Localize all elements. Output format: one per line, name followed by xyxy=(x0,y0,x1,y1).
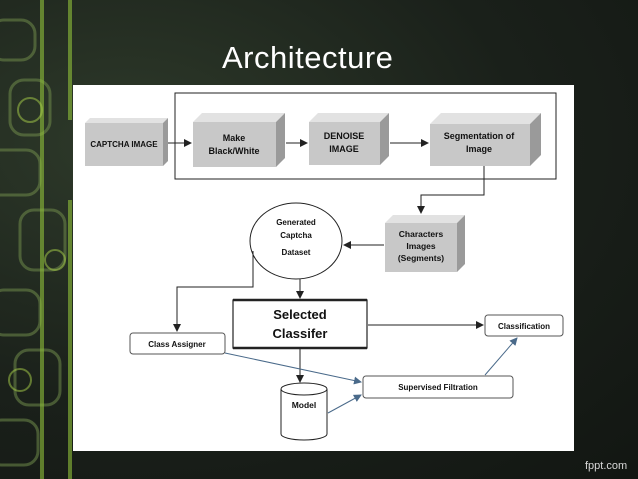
model-node: Model xyxy=(280,382,328,441)
denoise-image-node: DENOISE IMAGE xyxy=(309,113,389,165)
classification-label: Classification xyxy=(498,322,550,331)
segmentation-label-1: Segmentation of xyxy=(444,131,516,141)
dataset-label-3: Dataset xyxy=(282,248,311,257)
dataset-label-1: Generated xyxy=(276,218,316,227)
class-assigner-node: Class Assigner xyxy=(129,332,226,355)
dataset-label-2: Captcha xyxy=(280,231,312,240)
captcha-image-node: CAPTCHA IMAGE xyxy=(85,118,168,166)
supervised-filtration-node: Supervised Filtration xyxy=(362,375,514,399)
characters-label-3: (Segments) xyxy=(398,253,444,263)
segmentation-node: Segmentation of Image xyxy=(430,113,541,166)
model-label: Model xyxy=(292,400,317,410)
footer-brand: fppt.com xyxy=(585,460,628,472)
characters-label-1: Characters xyxy=(399,229,444,239)
classifier-node: Selected Classifer xyxy=(232,298,368,350)
characters-label-2: Images xyxy=(406,241,436,251)
diagram-canvas: CAPTCHA IMAGE Make Black/White DENOISE I… xyxy=(85,92,564,441)
classification-node: Classification xyxy=(484,314,564,337)
make-black-white-node: Make Black/White xyxy=(193,113,285,167)
edge-class-assigner-to-filtration xyxy=(224,352,362,385)
characters-images-node: Characters Images (Segments) xyxy=(385,215,465,272)
classifier-label-2: Classifer xyxy=(273,326,328,341)
class-assigner-label: Class Assigner xyxy=(148,340,206,349)
captcha-image-label: CAPTCHA IMAGE xyxy=(90,140,158,149)
slide-title: Architecture xyxy=(222,40,394,75)
edge-segmentation-to-characters xyxy=(417,166,485,214)
supervised-filtration-label: Supervised Filtration xyxy=(398,383,478,392)
classifier-label-1: Selected xyxy=(273,307,327,322)
denoise-label-2: IMAGE xyxy=(329,144,359,154)
edge-filtration-to-classification xyxy=(484,337,518,376)
make-black-white-label-2: Black/White xyxy=(208,146,259,156)
denoise-label-1: DENOISE xyxy=(324,131,365,141)
preprocessing-group-frame xyxy=(174,92,557,180)
architecture-diagram: CAPTCHA IMAGE Make Black/White DENOISE I… xyxy=(73,85,574,451)
edge-dataset-to-class-assigner xyxy=(173,251,254,332)
dataset-node: Generated Captcha Dataset xyxy=(249,202,343,280)
segmentation-label-2: Image xyxy=(466,144,492,154)
make-black-white-label-1: Make xyxy=(223,133,246,143)
background-pattern xyxy=(0,0,72,479)
edge-model-to-filtration xyxy=(327,394,362,414)
